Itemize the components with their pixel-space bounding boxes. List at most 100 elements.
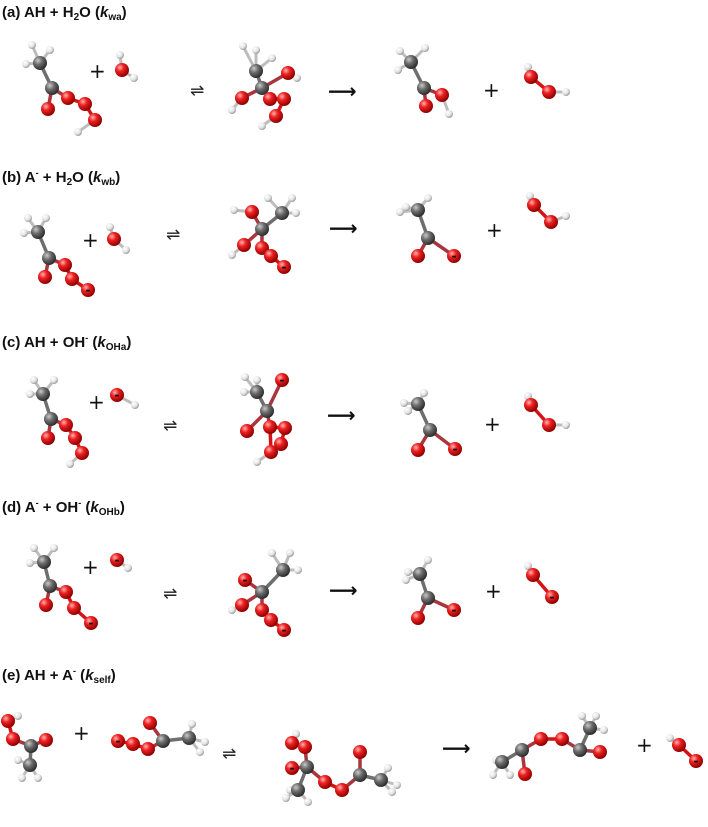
oxygen-atom [81,283,95,297]
oxygen-atom [240,424,254,438]
oxygen-atom [411,249,425,263]
peracetic-acid [26,376,89,468]
oxygen-atom [6,732,20,746]
reaction-arrow: ⟶ [329,578,358,602]
hydroxide-anion: - [110,388,139,409]
hydrogen-atom [241,373,249,381]
oxygen-atom [78,97,92,111]
oxygen-atom [318,775,332,789]
oxygen-atom [524,70,538,84]
tetrahedral-intermediate-anion: - [240,373,292,466]
carbon-atom [421,231,435,245]
negative-charge-label: - [282,260,287,274]
hydrogen-atom [239,42,247,50]
carbon-atom [36,387,50,401]
plus-sign: + [483,78,500,102]
carbon-atom [24,739,38,753]
carbon-atom [413,567,427,581]
oxygen-atom [411,611,425,625]
oxygen-atom [41,102,55,116]
equilibrium-arrow: ⇌ [190,81,204,101]
hydrogen-atom [562,88,570,96]
oxygen-atom [277,623,291,637]
hydrogen-atom [14,712,22,720]
hydrogen-atom [30,544,38,552]
hydrogen-atom [258,122,266,130]
hydrogen-atom [116,51,124,59]
oxygen-atom [59,418,73,432]
hydrogen-atom [228,251,236,259]
carbon-atom [404,55,418,69]
carbon-atom [275,206,289,220]
oxygen-atom [544,215,558,229]
oxygen-atom [689,754,703,768]
hydrogen-atom [562,212,570,220]
negative-charge-label: - [115,388,120,402]
peracetate-anion: - [20,214,95,297]
hydrogen-atom [388,788,396,796]
negative-charge-label: - [290,761,295,775]
hydrogen-atom [420,389,428,397]
operators: + ⇌ ⟶ + + ⇌ ⟶ + + ⇌ ⟶ + + ⇌ ⟶ + + ⇌ ⟶ + [73,59,653,764]
hydrogen-atom [445,110,453,118]
oxygen-atom [281,66,295,80]
plus-sign: + [82,555,99,579]
hydrogen-atom [402,576,410,584]
oxygen-atom [448,442,462,456]
oxygen-atom [84,616,98,630]
oxygen-atom [285,736,299,750]
hydrogen-atom [18,774,26,782]
hydrogen-atom [288,194,296,202]
negative-charge-label: - [243,573,248,587]
reaction-arrow: ⟶ [328,79,357,103]
oxygen-atom [534,732,548,746]
water [115,51,138,82]
carbon-atom [423,423,437,437]
oxygen-atom [264,613,278,627]
panel-title-d: (d) A- + OH- (kOHb) [2,498,125,518]
plus-sign: + [636,733,653,757]
oxygen-atom [111,734,125,748]
hydrogen-atom [524,562,532,570]
hydroxide-anion: - [110,553,132,572]
hydrogen-atom [14,756,22,764]
oxygen-atom [526,568,540,582]
peracetic-acid [1,712,53,782]
oxygen-atom [67,601,81,615]
hydrogen-atom [424,556,432,564]
carbon-atom [411,203,425,217]
oxygen-atom [126,737,140,751]
hydrogen-peroxide [524,392,570,432]
carbon-atom [573,743,587,757]
panel-title-e: (e) AH + A- (kself) [2,666,116,686]
hydrogen-atom [562,421,570,429]
negative-charge-label: - [282,623,287,637]
hydrogen-atom [230,206,238,214]
hydrogen-atom [592,712,600,720]
plus-sign: + [486,218,503,242]
hydrogen-atom [30,376,38,384]
oxygen-atom [61,91,75,105]
oxygen-atom [255,241,269,255]
oxygen-atom [235,91,249,105]
oxygen-atom [593,745,607,759]
hydrogen-atom [106,223,114,231]
hydrogen-atom [506,771,514,779]
hydrogen-atom [28,41,36,49]
molecule-models: --------------- [1,41,703,806]
negative-charge-label: - [452,603,457,617]
oxygen-atom [110,553,124,567]
negative-charge-label: - [694,754,699,768]
carbon-atom [276,563,290,577]
hydrogen-atom [294,566,302,574]
carbon-atom [43,579,57,593]
hydrogen-atom [600,726,608,734]
plus-sign: + [73,721,90,745]
carbon-atom [255,81,269,95]
carbon-atom [495,755,509,769]
hydrogen-atom [130,74,138,82]
tetrahedral-intermediate-anion: - [282,730,401,806]
hydrogen-atom [42,214,50,222]
oxygen-atom [245,205,259,219]
